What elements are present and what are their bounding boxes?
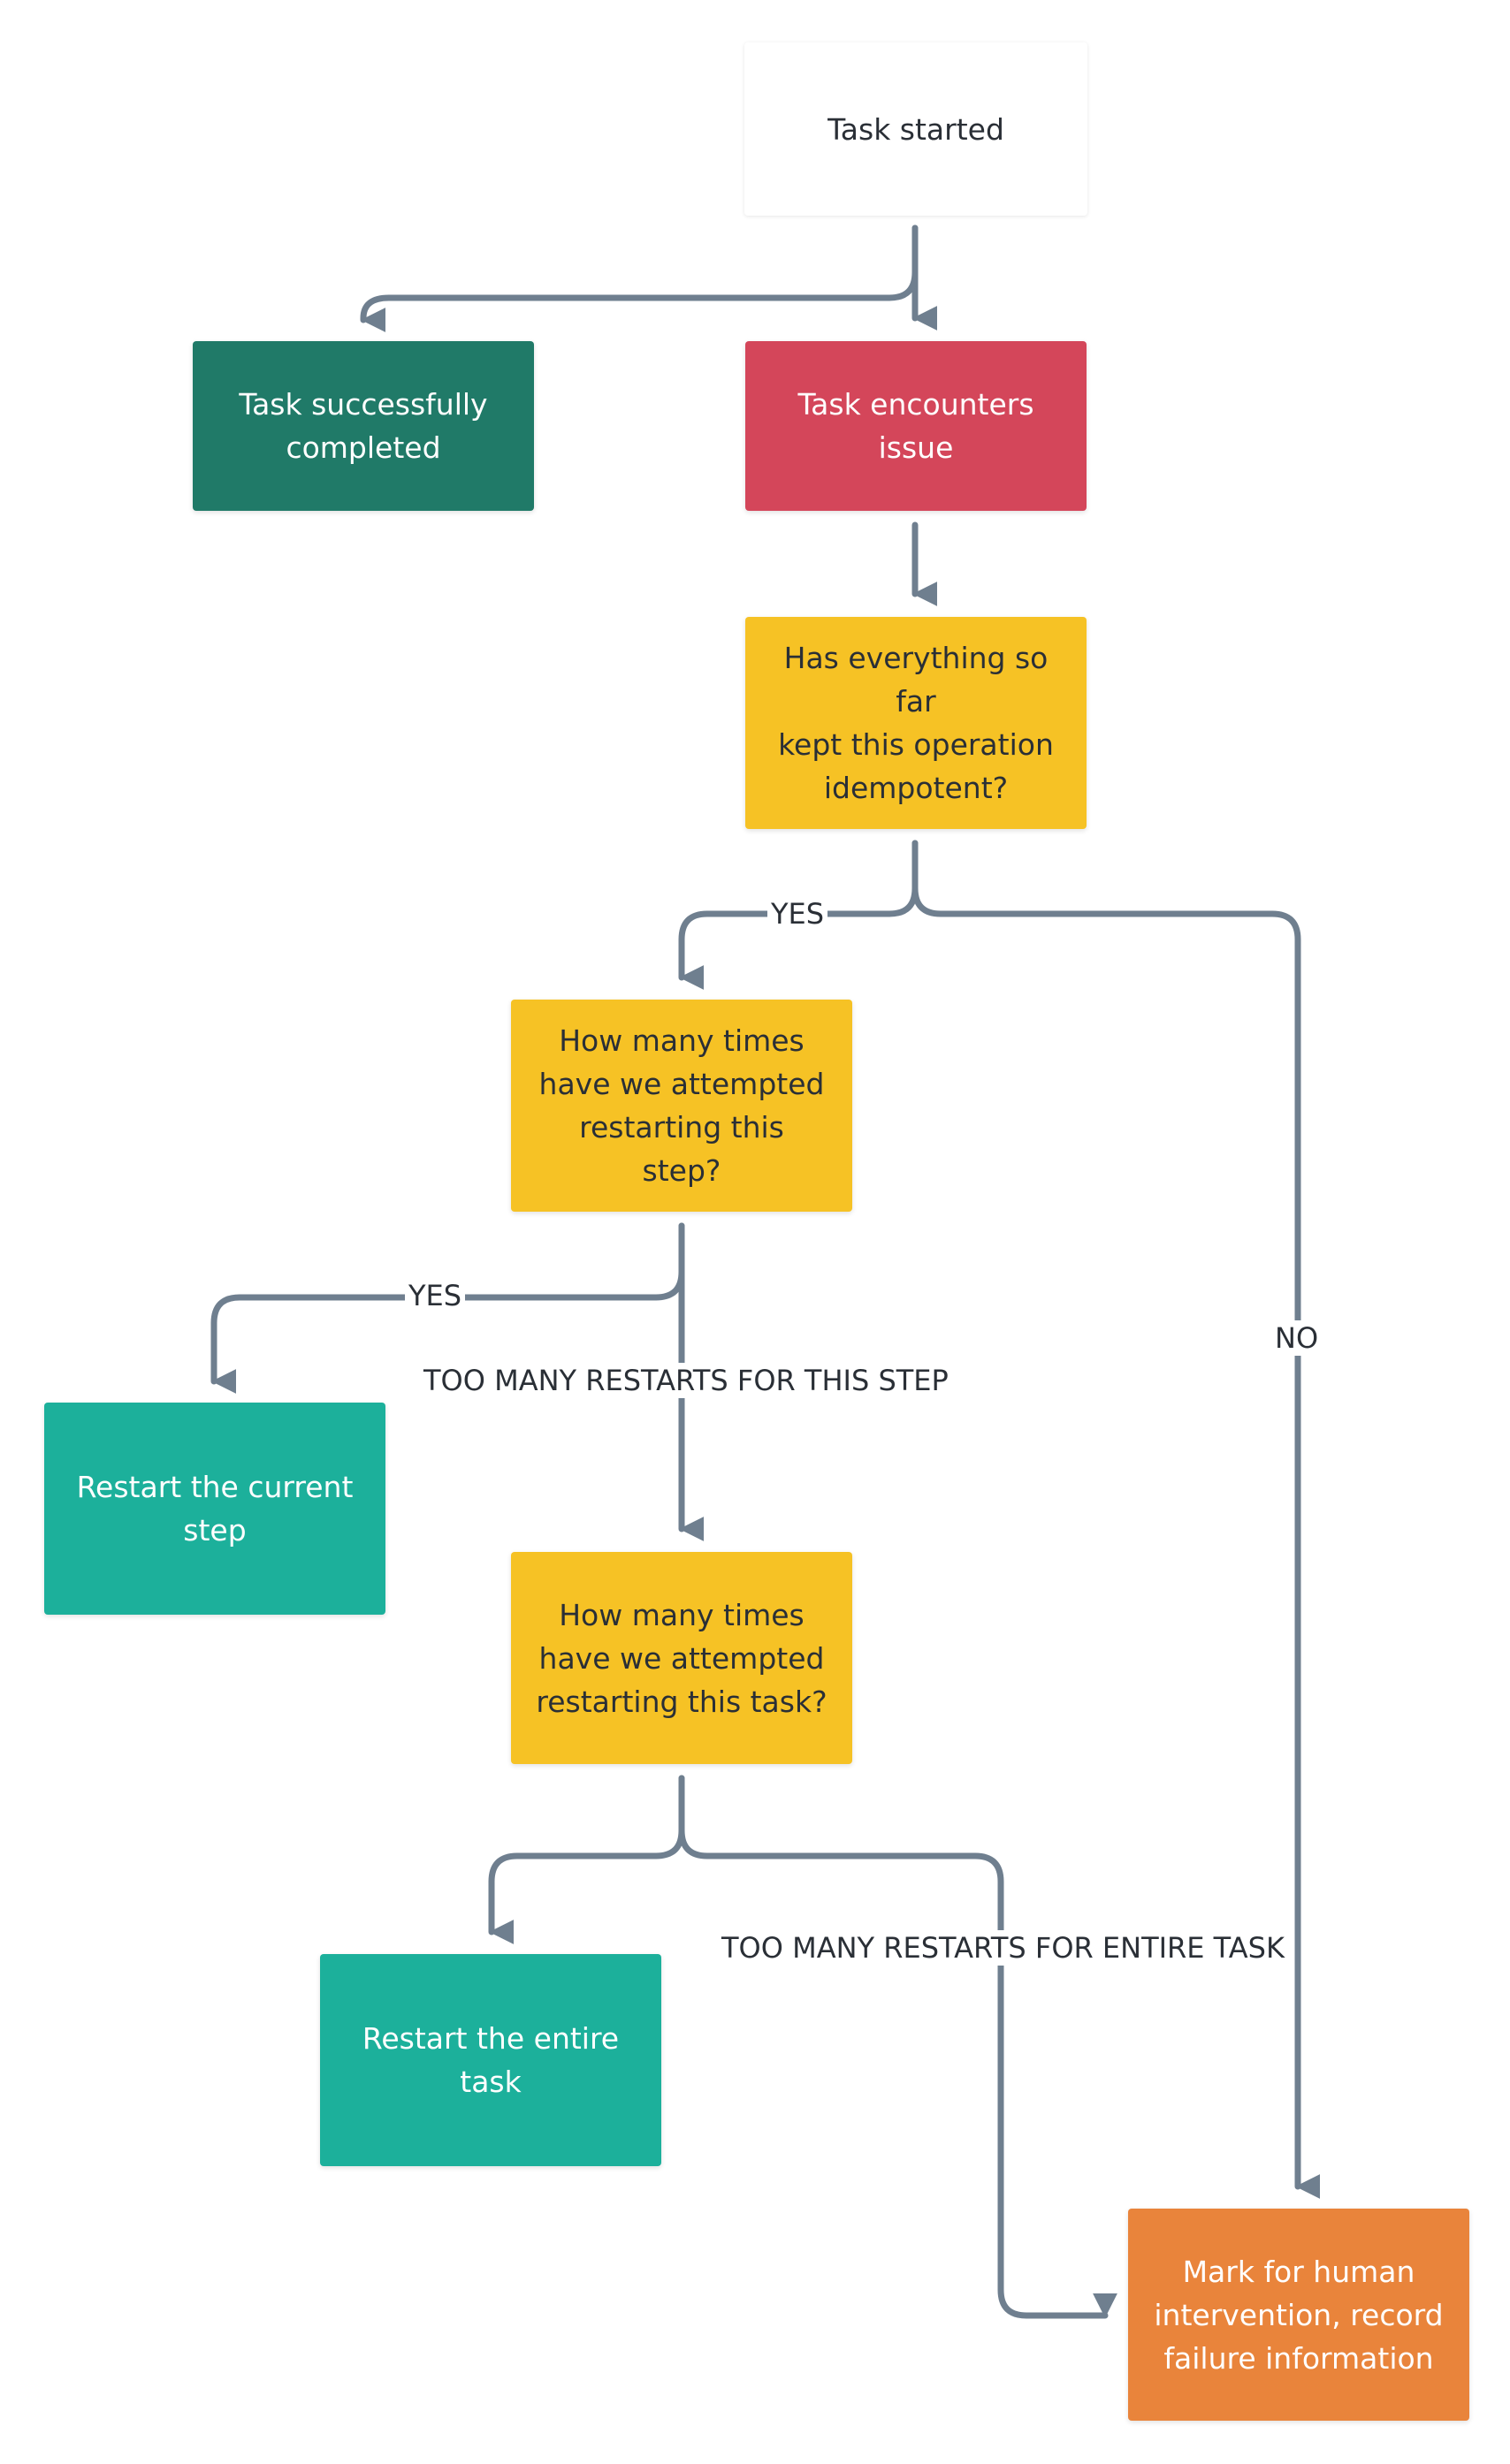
restart-step-node: Restart the current step — [44, 1403, 385, 1615]
node-label-line: completed — [286, 430, 441, 465]
edge-label-yes: YES — [405, 1278, 466, 1313]
step-attempts-question-node: How many times have we attempted restart… — [511, 1000, 852, 1212]
node-label-line: have we attempted — [538, 1067, 825, 1101]
node-label-line: step — [183, 1513, 247, 1548]
node-label-line: task — [460, 2065, 522, 2099]
node-label-line: restarting this step? — [579, 1110, 784, 1188]
node-label-line: Has everything so far — [783, 641, 1049, 719]
edge-task-too-many — [678, 1775, 1117, 2319]
edge-label-too-many-task: TOO MANY RESTARTS FOR ENTIRE TASK — [718, 1930, 1288, 1966]
node-label-line: have we attempted — [538, 1640, 825, 1676]
node-label-line: idempotent? — [823, 771, 1009, 805]
idempotent-question-node: Has everything so far kept this operatio… — [745, 617, 1087, 829]
node-label-line: failure information — [1163, 2340, 1434, 2376]
restart-task-node: Restart the entire task — [320, 1954, 661, 2166]
task-success-node: Task successfully completed — [193, 341, 534, 511]
edge-label-too-many-step: TOO MANY RESTARTS FOR THIS STEP — [420, 1363, 952, 1398]
edge-start-to-success — [360, 224, 919, 332]
node-label: Task started — [827, 111, 1004, 147]
node-label-line: Mark for human — [1182, 2254, 1415, 2289]
human-intervention-node: Mark for human intervention, record fail… — [1128, 2209, 1469, 2421]
node-label-line: issue — [878, 430, 954, 465]
node-label-line: Restart the entire — [362, 2021, 620, 2056]
task-started-node: Task started — [744, 42, 1087, 216]
node-label-line: Restart the current — [76, 1470, 354, 1504]
node-label-line: How many times — [559, 1023, 805, 1058]
node-label-line: Task successfully — [239, 387, 488, 422]
node-label-line: intervention, record — [1154, 2297, 1444, 2332]
node-label-line: How many times — [559, 1597, 805, 1632]
node-label-line: restarting this task? — [536, 1684, 827, 1719]
edge-label-no: NO — [1271, 1320, 1323, 1356]
node-label-line: Task encounters — [797, 387, 1034, 422]
edge-label-yes: YES — [767, 896, 828, 932]
edge-task-to-restart — [488, 1775, 685, 1944]
task-issue-node: Task encounters issue — [745, 341, 1087, 511]
node-label-line: kept this operation — [778, 727, 1054, 762]
task-attempts-question-node: How many times have we attempted restart… — [511, 1552, 852, 1764]
edge-idempotent-no — [911, 840, 1321, 2199]
